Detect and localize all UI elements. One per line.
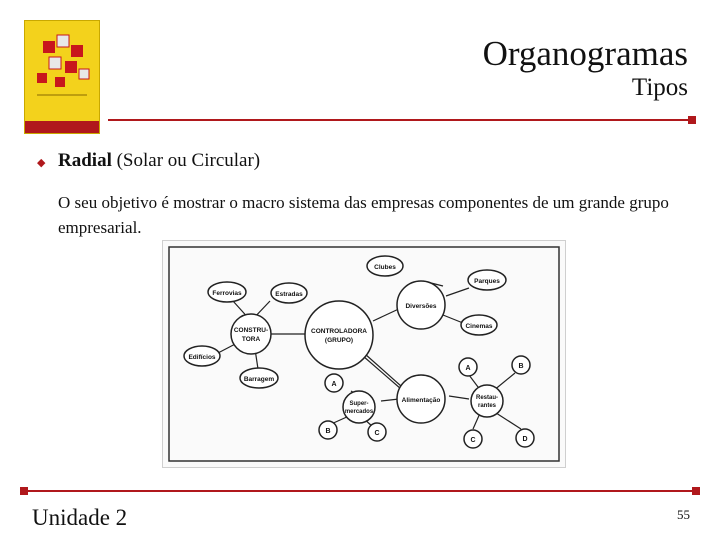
svg-text:D: D — [522, 436, 527, 443]
node-super-a: A — [324, 373, 344, 393]
slide-title: Organogramas — [482, 34, 688, 73]
cover-band — [25, 121, 99, 133]
svg-text:mercados: mercados — [345, 409, 374, 415]
svg-text:A: A — [331, 381, 336, 388]
footer-unit-label: Unidade 2 — [32, 505, 128, 530]
bullet-rest: (Solar ou Circular) — [111, 150, 261, 171]
body-paragraph: O seu objetivo é mostrar o macro sistema… — [58, 193, 669, 237]
svg-text:C: C — [470, 437, 475, 444]
node-clubes: Clubes — [366, 255, 404, 277]
node-construtora: CONSTRU- TORA — [230, 313, 272, 355]
node-rest-b: B — [511, 355, 531, 375]
svg-text:Diversões: Diversões — [405, 303, 436, 310]
slide-subtitle: Tipos — [631, 74, 688, 101]
svg-text:rantes: rantes — [478, 403, 497, 409]
node-ferrovias: Ferrovias — [207, 281, 247, 303]
footer-divider-right-end — [692, 487, 700, 495]
node-restaurantes: Restau- rantes — [470, 384, 504, 418]
svg-text:A: A — [465, 365, 470, 372]
svg-text:Barragem: Barragem — [244, 376, 275, 383]
node-super-b: B — [318, 420, 338, 440]
svg-text:TORA: TORA — [242, 336, 261, 343]
svg-text:CONSTRU-: CONSTRU- — [234, 327, 268, 334]
title-divider-end — [688, 116, 696, 124]
svg-text:Cinemas: Cinemas — [465, 323, 492, 330]
diamond-bullet-icon: ◆ — [37, 157, 46, 169]
radial-organogram-figure: CONTROLADORA (GRUPO) CONSTRU- TORA Diver… — [162, 240, 566, 468]
page-number: 55 — [677, 507, 690, 522]
svg-text:(GRUPO): (GRUPO) — [325, 337, 353, 344]
node-parques: Parques — [467, 269, 507, 291]
node-diversoes: Diversões — [396, 280, 446, 330]
node-edificios: Edifícios — [183, 345, 221, 367]
node-rest-c: C — [463, 429, 483, 449]
node-controladora: CONTROLADORA (GRUPO) — [304, 300, 374, 370]
title-divider — [108, 119, 696, 121]
node-super-c: C — [367, 422, 387, 442]
svg-text:B: B — [325, 428, 330, 435]
footer-divider — [20, 490, 700, 492]
svg-text:Clubes: Clubes — [374, 264, 396, 271]
node-barragem: Barragem — [239, 367, 279, 389]
footer-divider-left-end — [20, 487, 28, 495]
svg-text:Super-: Super- — [349, 401, 368, 407]
node-rest-a: A — [458, 357, 478, 377]
node-supermercados: Super- mercados — [342, 390, 376, 424]
book-cover-image — [24, 20, 100, 134]
svg-text:C: C — [374, 430, 379, 437]
node-cinemas: Cinemas — [460, 314, 498, 336]
svg-text:Estradas: Estradas — [275, 291, 303, 298]
radial-diagram: CONTROLADORA (GRUPO) CONSTRU- TORA Diver… — [168, 246, 560, 462]
node-alimentacao: Alimentação — [396, 374, 446, 424]
svg-text:Ferrovias: Ferrovias — [212, 290, 242, 297]
node-estradas: Estradas — [270, 282, 308, 304]
cover-art — [37, 34, 90, 96]
bullet-item: Radial (Solar ou Circular) — [58, 150, 260, 172]
node-rest-d: D — [515, 428, 535, 448]
svg-text:Restau-: Restau- — [476, 395, 498, 401]
svg-text:B: B — [518, 363, 523, 370]
svg-text:Alimentação: Alimentação — [402, 397, 441, 404]
svg-text:CONTROLADORA: CONTROLADORA — [311, 328, 367, 335]
svg-text:Parques: Parques — [474, 278, 500, 285]
bullet-bold: Radial — [58, 150, 112, 171]
svg-text:Edifícios: Edifícios — [188, 354, 215, 361]
